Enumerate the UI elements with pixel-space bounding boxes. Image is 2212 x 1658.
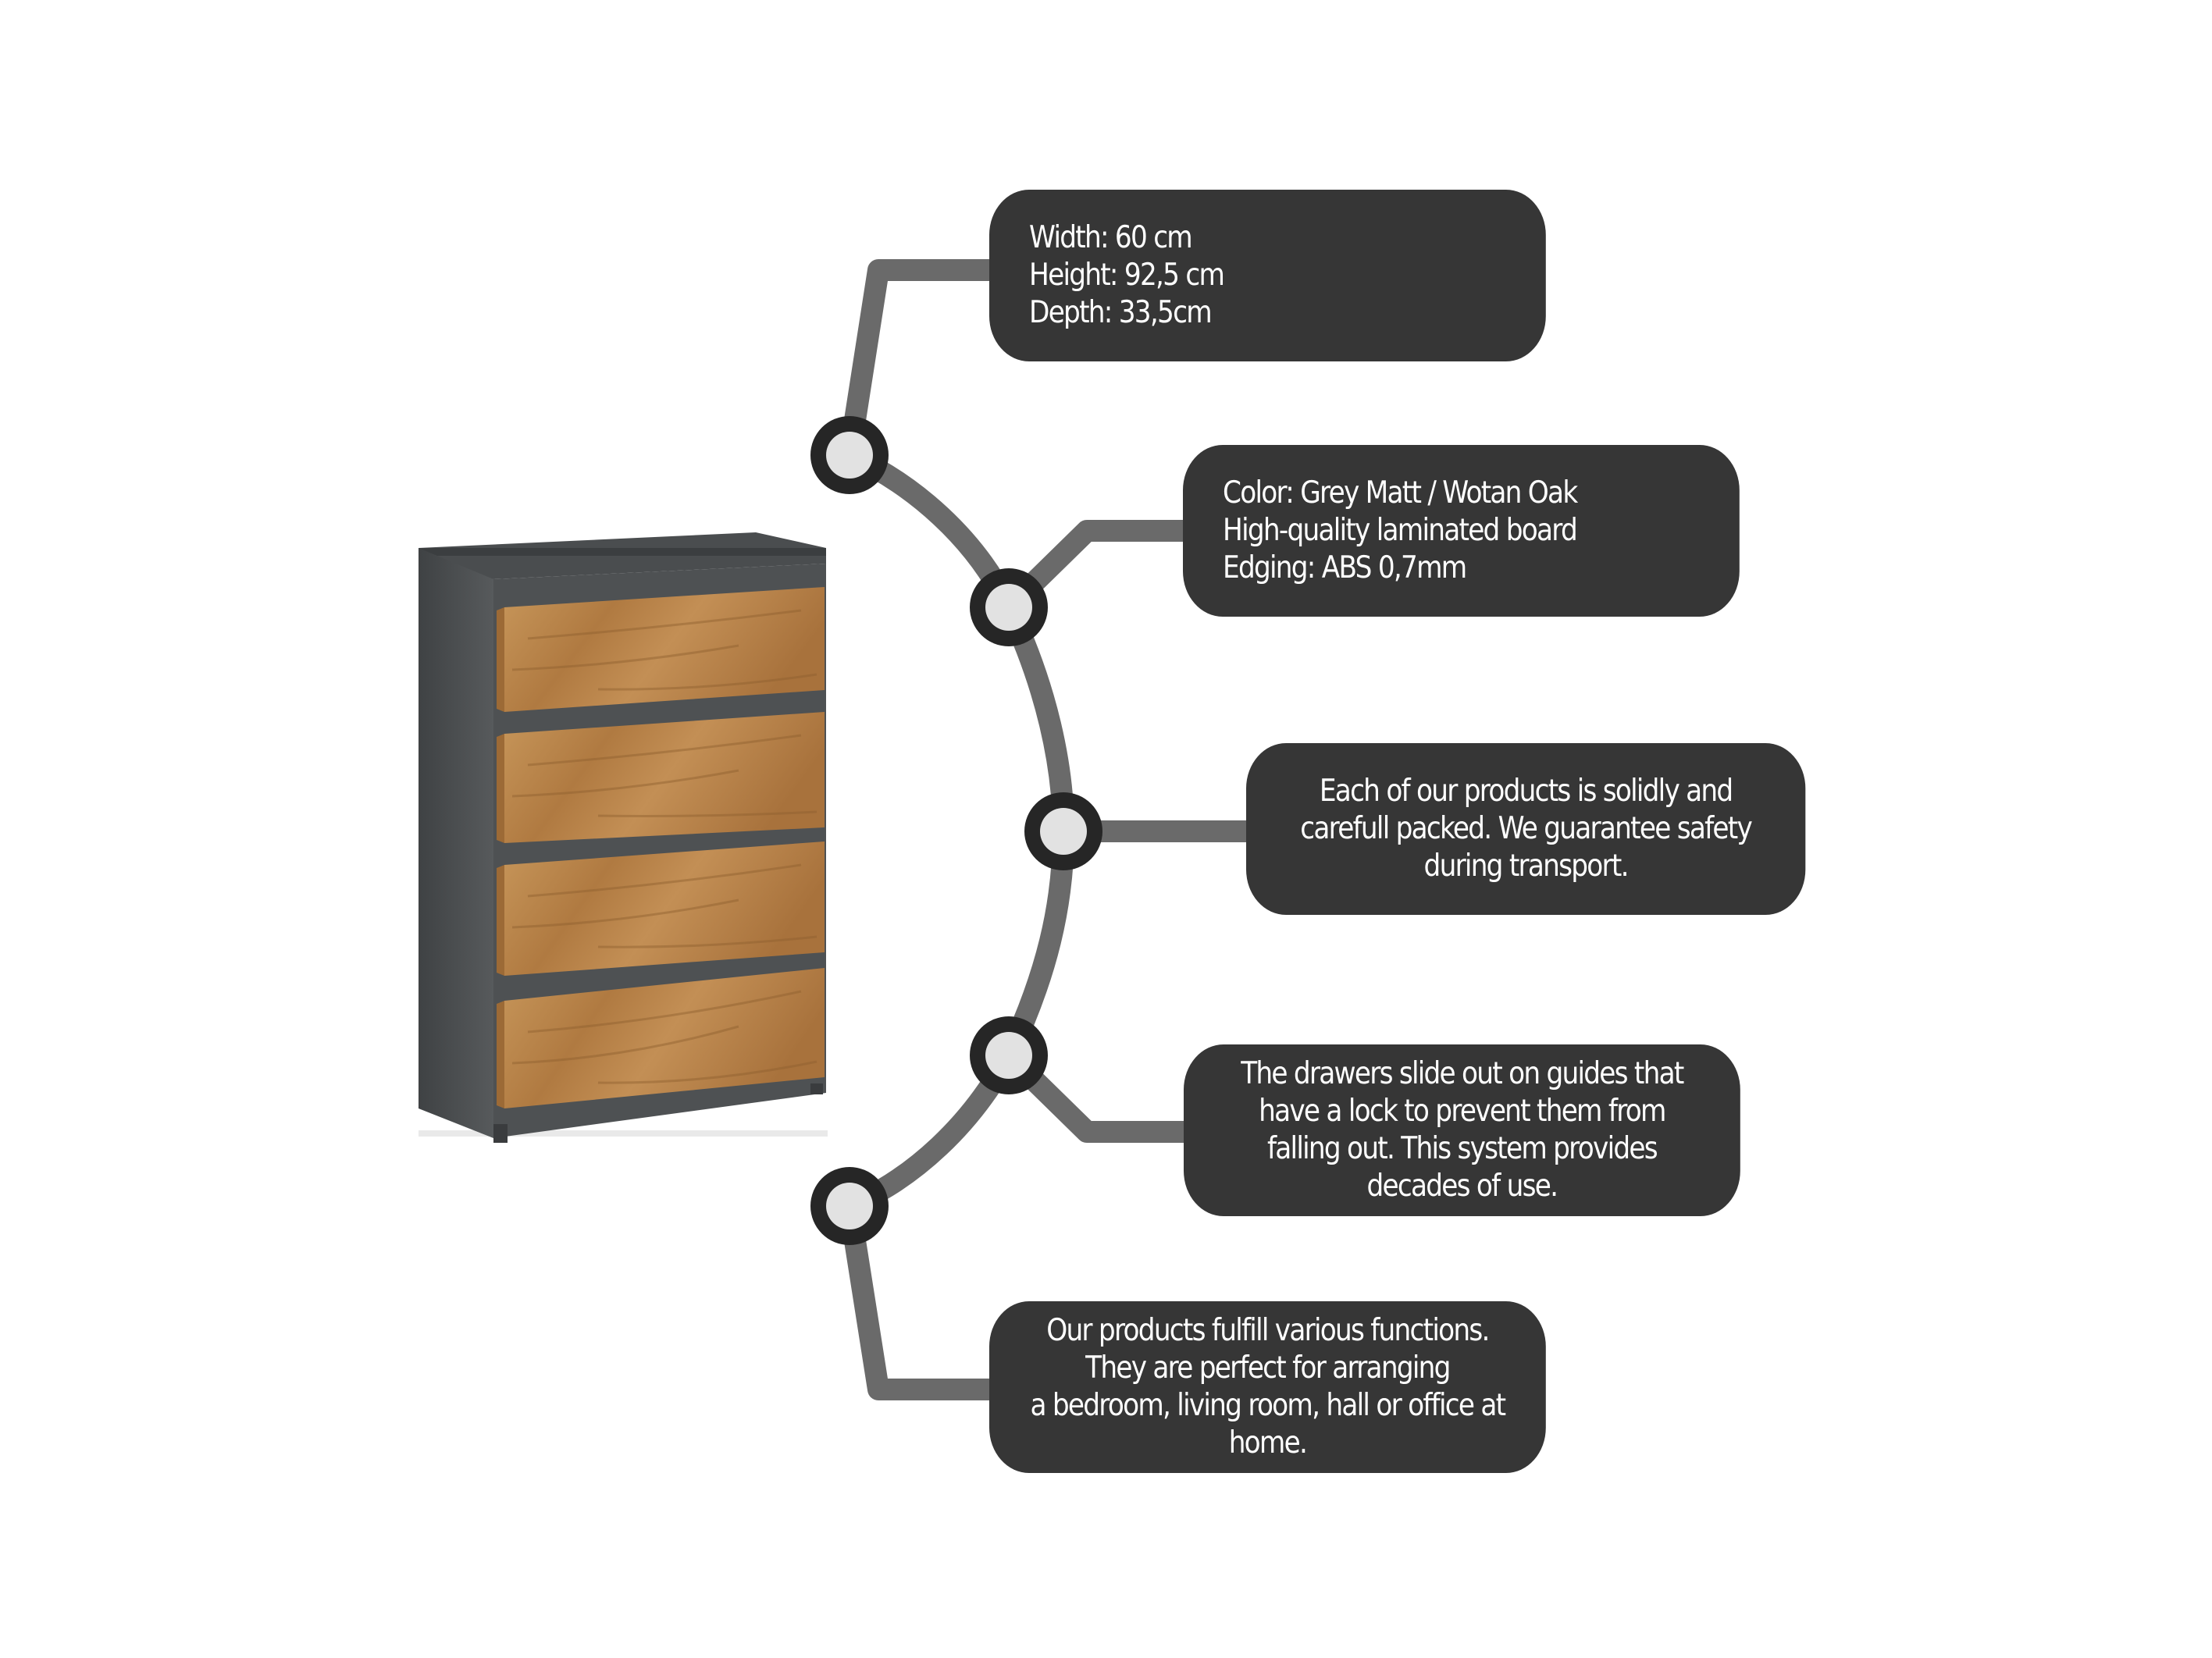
- drawer-edge: [497, 607, 504, 712]
- cabinet-leg-right: [810, 1083, 823, 1094]
- wood-grain: [597, 810, 817, 817]
- cabinet-top-edge: [419, 548, 826, 556]
- drawer-front-3: [497, 841, 825, 976]
- connector-callout-1: [839, 259, 1010, 466]
- drawer-oak-panel: [504, 968, 825, 1108]
- callout-drawer-guides-line-1: The drawers slide out on guides that: [1241, 1056, 1684, 1091]
- callout-packaging-line-2: carefull packed. We guarantee safety: [1300, 811, 1753, 846]
- callout-packaging: Each of our products is solidly and care…: [1246, 743, 1806, 915]
- node-center: [1040, 808, 1087, 855]
- timeline-node-3: [1024, 792, 1102, 870]
- wood-grain: [511, 644, 739, 671]
- callout-functions-line-4: home.: [1228, 1425, 1308, 1461]
- node-center: [826, 432, 873, 479]
- wood-grain: [597, 1060, 817, 1084]
- node-center: [826, 1183, 873, 1229]
- timeline-node-4: [970, 1016, 1048, 1094]
- wood-grain: [597, 673, 817, 691]
- callout-material: Color: Grey Matt / Wotan Oak High-qualit…: [1183, 445, 1740, 617]
- callout-material-line-3: Edging: ABS 0,7mm: [1223, 550, 1467, 585]
- wood-grain: [527, 734, 802, 767]
- callout-functions: Our products fulfill various functions. …: [989, 1301, 1546, 1473]
- callout-drawer-guides: The drawers slide out on guides that hav…: [1184, 1044, 1740, 1216]
- timeline-node-5: [810, 1167, 889, 1245]
- callout-packaging-line-3: during transport.: [1423, 849, 1630, 884]
- callout-functions-line-1: Our products fulfill various functions.: [1046, 1313, 1490, 1348]
- connector-callout-5: [839, 1195, 1010, 1400]
- callout-drawer-guides-line-4: decades of use.: [1366, 1169, 1559, 1204]
- callout-drawer-guides-line-2: have a lock to prevent them from: [1259, 1094, 1666, 1129]
- callout-material-line-1: Color: Grey Matt / Wotan Oak: [1223, 475, 1578, 511]
- drawer-oak-panel: [504, 841, 825, 976]
- wood-grain: [511, 898, 739, 929]
- callout-dimensions: Width: 60 cm Height: 92,5 cm Depth: 33,5…: [989, 190, 1546, 361]
- wood-grain: [597, 935, 817, 948]
- callout-dimensions-line-2: Height: 92,5 cm: [1029, 258, 1225, 293]
- callout-drawer-guides-line-3: falling out. This system provides: [1266, 1131, 1658, 1166]
- drawer-front-1: [497, 587, 825, 712]
- wood-grain: [527, 609, 802, 640]
- cabinet-side: [419, 548, 493, 1138]
- drawer-front-2: [497, 712, 825, 843]
- chest-of-drawers-icon: [419, 532, 828, 1143]
- drawer-edge: [497, 1001, 504, 1108]
- cabinet-leg-left: [493, 1124, 508, 1143]
- node-center: [985, 584, 1032, 631]
- drawer-front-4: [497, 968, 825, 1108]
- timeline-nodes: [810, 416, 1102, 1245]
- drawer-oak-panel: [504, 712, 825, 843]
- drawer-fronts: [497, 587, 825, 1108]
- callout-dimensions-line-3: Depth: 33,5cm: [1029, 295, 1213, 330]
- wood-grain: [511, 769, 739, 798]
- timeline-node-2: [970, 568, 1048, 646]
- wood-grain: [511, 1025, 739, 1065]
- callout-functions-line-2: They are perfect for arranging: [1085, 1350, 1451, 1386]
- wood-grain: [527, 863, 802, 898]
- timeline-node-1: [810, 416, 889, 494]
- callout-dimensions-line-1: Width: 60 cm: [1029, 220, 1193, 255]
- drawer-oak-panel: [504, 587, 825, 712]
- node-center: [985, 1032, 1032, 1079]
- drawer-edge: [497, 865, 504, 976]
- callout-material-line-2: High-quality laminated board: [1223, 513, 1578, 548]
- drawer-edge: [497, 734, 504, 843]
- wood-grain: [527, 990, 802, 1034]
- callout-functions-line-3: a bedroom, living room, hall or office a…: [1030, 1388, 1506, 1423]
- callout-packaging-line-1: Each of our products is solidly and: [1319, 774, 1733, 809]
